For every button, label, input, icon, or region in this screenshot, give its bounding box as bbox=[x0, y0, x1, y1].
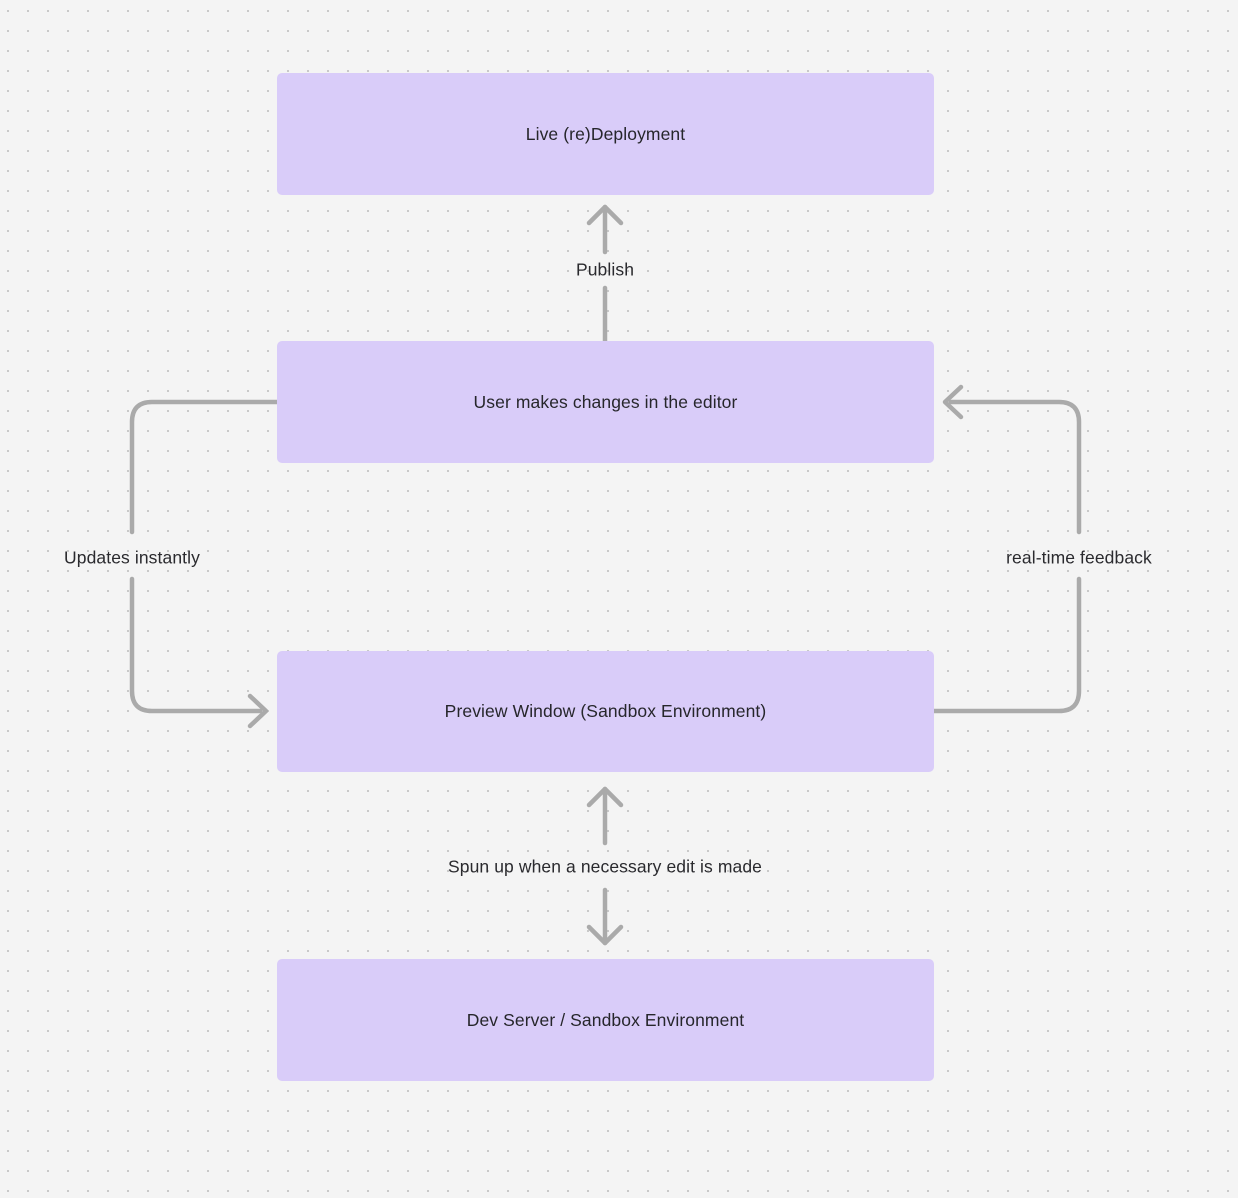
node-user-editor-label: User makes changes in the editor bbox=[473, 391, 738, 412]
edge-publish-arrowhead bbox=[586, 204, 624, 226]
edge-updates-instantly-line-upper bbox=[129, 399, 280, 535]
edge-updates-instantly-arrowhead bbox=[247, 693, 269, 729]
node-preview-window[interactable]: Preview Window (Sandbox Environment) bbox=[277, 651, 934, 772]
node-preview-window-label: Preview Window (Sandbox Environment) bbox=[444, 701, 767, 722]
edge-real-time-feedback-line-lower bbox=[931, 576, 1082, 714]
edge-label-spun-up: Spun up when a necessary edit is made bbox=[447, 856, 763, 877]
edge-label-updates-instantly: Updates instantly bbox=[64, 547, 200, 568]
edge-real-time-feedback-arrowhead bbox=[942, 384, 964, 420]
node-live-deployment[interactable]: Live (re)Deployment bbox=[277, 73, 934, 195]
edge-label-publish: Publish bbox=[575, 259, 635, 280]
edge-label-real-time-feedback: real-time feedback bbox=[1006, 547, 1152, 568]
node-dev-server-label: Dev Server / Sandbox Environment bbox=[466, 1009, 745, 1030]
node-live-deployment-label: Live (re)Deployment bbox=[525, 123, 686, 144]
node-dev-server[interactable]: Dev Server / Sandbox Environment bbox=[277, 959, 934, 1081]
node-user-editor[interactable]: User makes changes in the editor bbox=[277, 341, 934, 463]
edge-updates-instantly-line-lower bbox=[129, 576, 263, 714]
edge-real-time-feedback-line-upper bbox=[948, 399, 1082, 535]
edge-spun-up-arrowhead-top bbox=[586, 786, 624, 808]
edge-spun-up-arrowhead-bottom bbox=[586, 924, 624, 946]
